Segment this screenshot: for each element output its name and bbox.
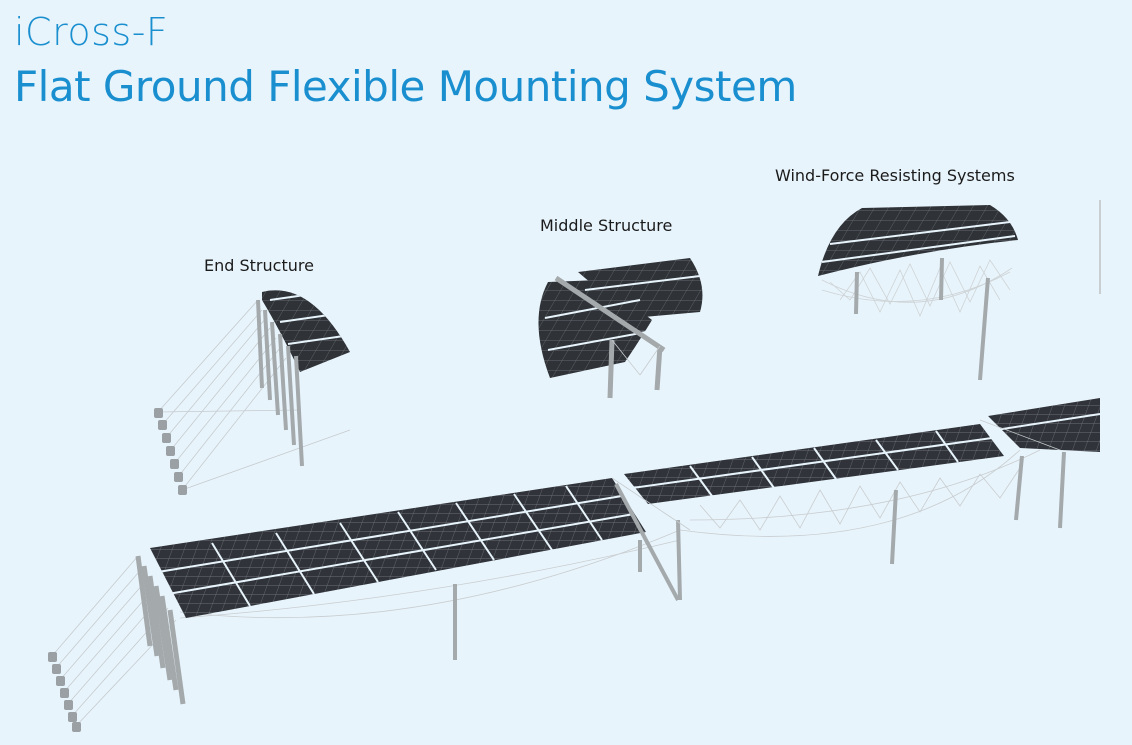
middle-structure-detail xyxy=(538,258,703,399)
end-structure-detail xyxy=(154,290,351,495)
end-structure-label: End Structure xyxy=(204,256,314,275)
middle-structure-label: Middle Structure xyxy=(540,216,673,235)
main-array xyxy=(48,398,1101,732)
wind-force-label: Wind-Force Resisting Systems xyxy=(775,166,1015,185)
page-title: Flat Ground Flexible Mounting System xyxy=(14,62,797,111)
wind-force-detail xyxy=(818,200,1101,381)
product-code: iCross-F xyxy=(14,10,169,54)
